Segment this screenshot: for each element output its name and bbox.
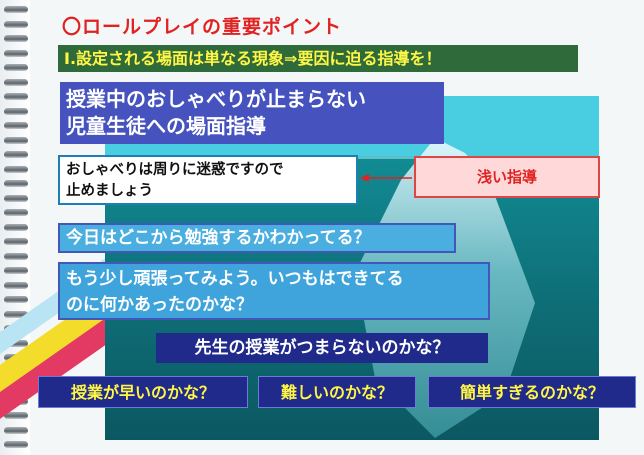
spiral-ring: [4, 223, 28, 231]
scenario-box: 授業中のおしゃべりが止まらない 児童生徒への場面指導: [60, 82, 444, 144]
shallow-guidance-box: おしゃべりは周りに迷惑ですので 止めましょう: [58, 155, 358, 205]
spiral-ring: [4, 194, 28, 202]
scenario-line-2: 児童生徒への場面指導: [66, 114, 266, 138]
spiral-ring: [4, 339, 28, 347]
slide-subtitle: Ⅰ.設定される場面は単なる現象⇒要因に迫る指導を！: [58, 45, 578, 72]
question-box-2: もう少し頑張ってみよう。いつもはできてる のに何かあったのかな？: [58, 262, 490, 320]
spiral-ring: [4, 252, 28, 260]
spiral-ring: [4, 35, 28, 42]
slide-title: 〇ロールプレイの重要ポイント: [62, 16, 343, 38]
spiral-ring: [4, 78, 28, 86]
spiral-ring: [4, 209, 28, 216]
scenario-line-1: 授業中のおしゃべりが止まらない: [66, 87, 366, 111]
spiral-ring: [4, 49, 28, 57]
spiral-ring: [4, 93, 28, 100]
cause-box-too-easy: 簡単すぎるのかな？: [428, 376, 636, 408]
spiral-ring: [4, 165, 28, 173]
spiral-ring: [4, 441, 28, 448]
spiral-ring: [4, 151, 28, 158]
cause-box-difficult: 難しいのかな？: [258, 376, 416, 408]
question-2-line-2: のに何かあったのかな？: [66, 295, 253, 315]
spiral-ring: [4, 267, 28, 274]
spiral-ring: [4, 122, 28, 129]
shallow-guidance-label: 浅い指導: [414, 156, 600, 198]
shallow-line-2: 止めましょう: [66, 183, 153, 199]
question-2-line-1: もう少し頑張ってみよう。いつもはできてる: [66, 269, 404, 289]
spiral-ring: [4, 296, 28, 303]
spiral-ring: [4, 20, 28, 28]
spiral-ring: [4, 426, 28, 434]
spiral-ring: [4, 136, 28, 144]
cause-box-fast-pace: 授業が早いのかな？: [38, 376, 248, 408]
left-arrow-icon: [360, 174, 412, 182]
spiral-ring: [4, 412, 28, 419]
spiral-ring: [4, 238, 28, 245]
spiral-ring: [4, 64, 28, 71]
spiral-ring: [4, 107, 28, 115]
question-box-1: 今日はどこから勉強するかわかってる？: [58, 223, 456, 253]
spiral-ring: [4, 281, 28, 289]
shallow-line-1: おしゃべりは周りに迷惑ですので: [66, 162, 284, 178]
question-box-3: 先生の授業がつまらないのかな？: [156, 333, 488, 363]
spiral-ring: [4, 6, 28, 13]
spiral-ring: [4, 180, 28, 187]
spiral-ring: [4, 310, 28, 318]
